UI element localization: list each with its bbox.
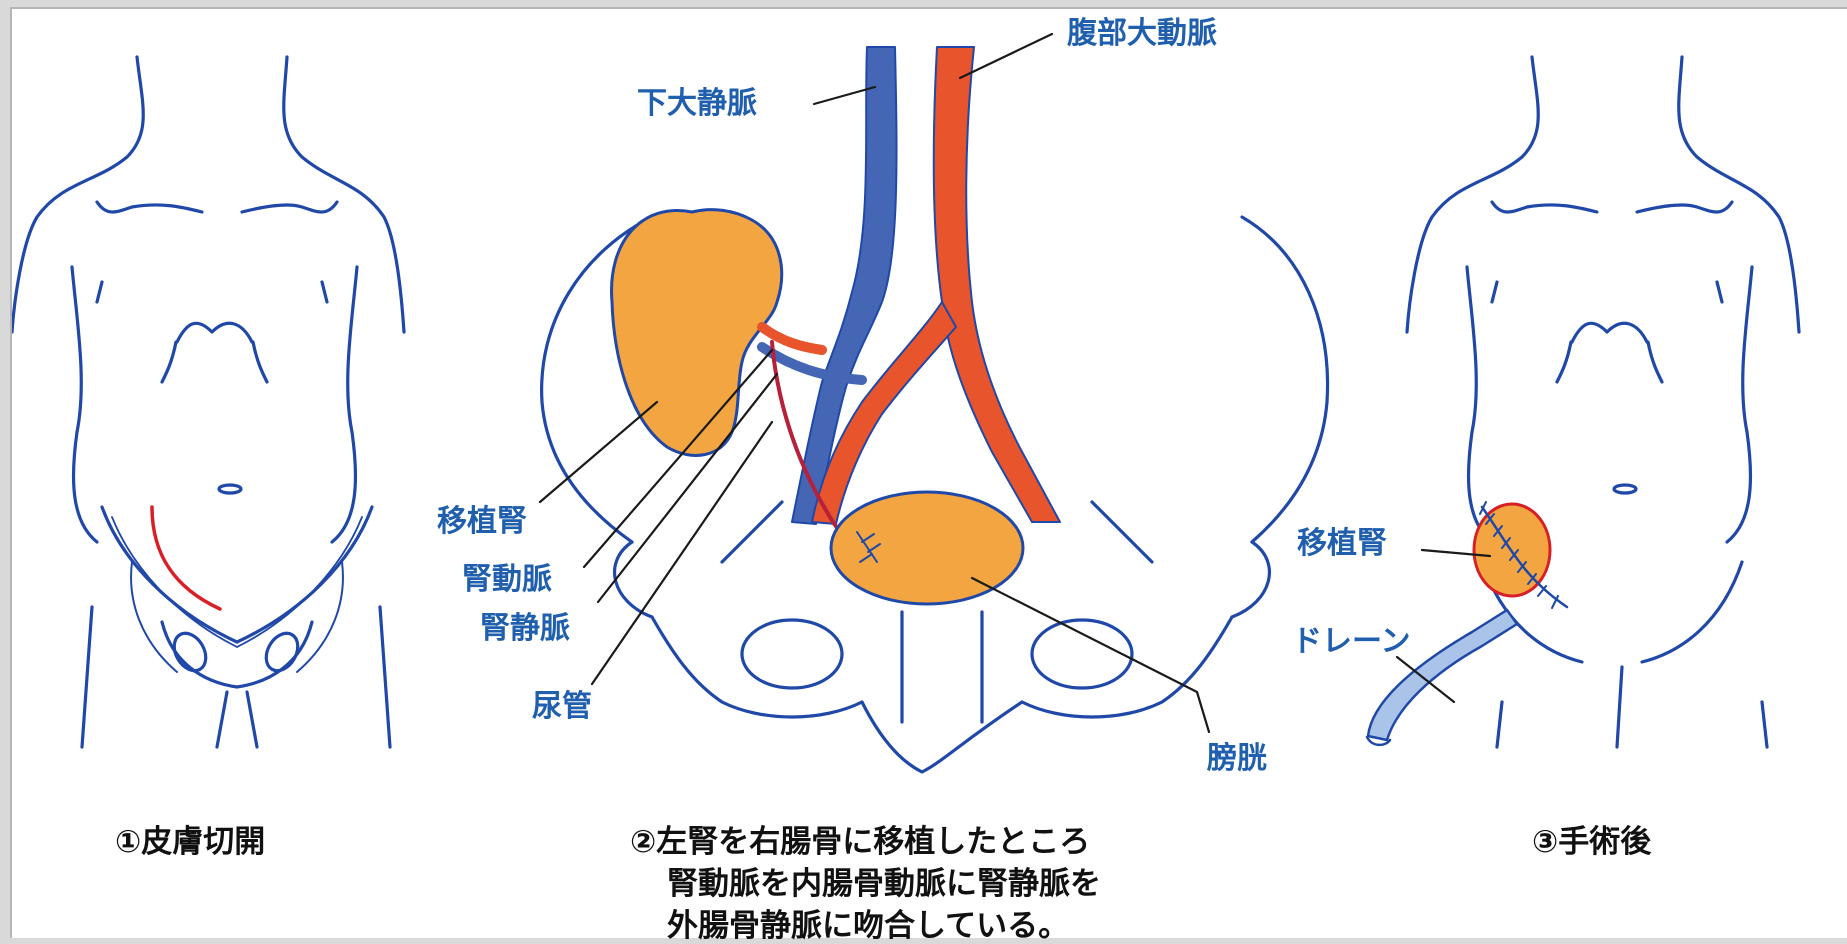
caption-step3: ③手術後 [1532,827,1651,858]
leader-bladder [972,578,1209,732]
label-graft-kidney: 移植腎 [437,507,527,537]
label-drain: ドレーン [1292,627,1411,657]
kidney-transplant-illustration [12,9,1847,940]
leader-graft-kidney [540,402,657,502]
label-ivc: 下大静脈 [637,89,757,119]
label-graft-kidney-post: 移植腎 [1297,529,1387,559]
bladder [831,492,1023,604]
diagram-frame: 下大静脈 腹部大動脈 移植腎 腎動脈 腎静脈 尿管 膀胱 移植腎 ドレーン ①皮… [10,7,1847,938]
label-renal-vein: 腎静脈 [480,614,570,644]
label-bladder: 膀胱 [1207,744,1267,774]
label-aorta: 腹部大動脈 [1067,19,1217,49]
caption-step2-line3: 外腸骨静脈に吻合している。 [667,911,1069,942]
caption-step2-line1: ②左腎を右腸骨に移植したところ [630,827,1090,858]
torso-1-outline [12,57,404,747]
label-ureter: 尿管 [532,692,592,722]
caption-step1: ①皮膚切開 [115,827,265,858]
label-renal-artery: 腎動脈 [462,565,552,595]
caption-step2-line2: 腎動脈を内腸骨動脈に腎静脈を [667,869,1101,900]
abdominal-aorta [934,47,1060,522]
